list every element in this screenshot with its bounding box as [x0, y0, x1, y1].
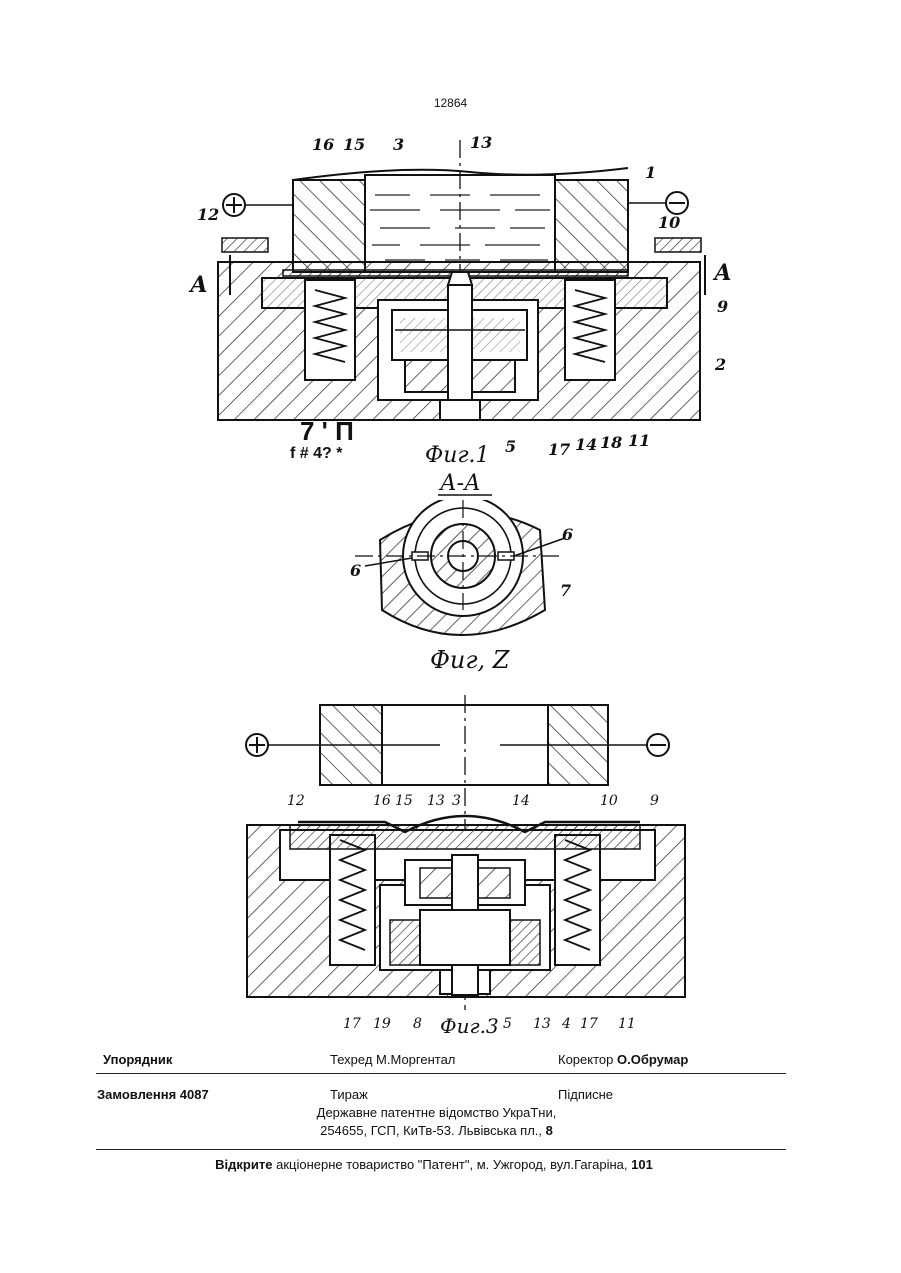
- fig2-caption: Фиг, Z: [430, 646, 511, 674]
- fig1-label-17: 17: [548, 440, 570, 459]
- figure-2: 6 6 7 Фиг, Z: [0, 500, 901, 680]
- tech-editor: Техред М.Моргентал: [330, 1052, 455, 1067]
- fig1-label-5: 5: [505, 437, 516, 456]
- order-label: Замовлення 4087: [97, 1087, 209, 1102]
- figure-3: 12 16 15 13 3 14 10 9 17 19 8 5 13 4 17 …: [0, 690, 901, 1050]
- figure-1: 16 15 3 13 1 12 10 А А 9 2 17 14 18 11 5…: [0, 0, 901, 500]
- scan-artifact-2: f # 4? *: [290, 445, 343, 462]
- fig3-label-12: 12: [287, 793, 305, 809]
- fig3-label-b-17a: 17: [343, 1016, 361, 1032]
- fig3-label-3: 3: [452, 793, 461, 809]
- fig2-label-7: 7: [560, 581, 571, 600]
- fig1-label-18: 18: [600, 433, 622, 452]
- fig1-label-10: 10: [658, 213, 680, 232]
- corrector-name: О.Обрумар: [617, 1052, 688, 1067]
- fig1-label-3: 3: [393, 135, 404, 154]
- corrector: Коректор О.Обрумар: [558, 1052, 688, 1067]
- publisher-line: Відкрите акціонерне товариство "Патент",…: [0, 1157, 868, 1172]
- fig3-label-b-4: 4: [561, 1016, 571, 1032]
- office-number: 8: [546, 1123, 553, 1138]
- fig1-label-2: 2: [714, 355, 726, 374]
- circulation: Тираж: [330, 1087, 368, 1102]
- footer-divider-1: [96, 1073, 786, 1074]
- base-body: [218, 238, 705, 420]
- fig1-label-12: 12: [197, 205, 219, 224]
- publisher-number: 101: [631, 1157, 653, 1172]
- fig1-label-9: 9: [717, 297, 728, 316]
- footer-divider-2: [96, 1149, 786, 1150]
- fig3-label-15: 15: [395, 793, 413, 809]
- fig3-label-b-8: 8: [413, 1016, 422, 1032]
- plus-terminal: [223, 194, 293, 216]
- fig3-label-10: 10: [600, 793, 618, 809]
- fig3-caption: Фиг.3: [440, 1014, 499, 1038]
- base-body-3: [247, 816, 685, 997]
- fig3-label-b-13: 13: [533, 1016, 551, 1032]
- fig2-label-6-right: 6: [562, 525, 573, 544]
- fig3-label-14: 14: [512, 793, 530, 809]
- fig1-label-a-right: А: [712, 260, 732, 286]
- compiler-label: Упорядник: [103, 1052, 172, 1067]
- office-address: 254655, ГСП, КиТв-53. Львівська пл.,: [320, 1123, 542, 1138]
- fig1-section-title: А-А: [438, 471, 481, 496]
- fig1-label-13: 13: [470, 133, 492, 152]
- office-line-1: Державне патентне відомство УкраТни,: [0, 1105, 873, 1120]
- fig3-label-9: 9: [650, 793, 659, 809]
- fig3-label-b-19: 19: [373, 1016, 391, 1032]
- publisher-rest: акціонерне товариство "Патент", м. Ужгор…: [276, 1157, 627, 1172]
- office-line-2: 254655, ГСП, КиТв-53. Львівська пл., 8: [0, 1123, 873, 1138]
- publisher-open: Відкрите: [215, 1157, 272, 1172]
- section-view: [355, 500, 565, 635]
- fig2-label-6-left: 6: [350, 561, 361, 580]
- fig1-label-11: 11: [628, 431, 650, 450]
- fig3-label-b-11: 11: [618, 1016, 636, 1032]
- fig3-label-b-17b: 17: [580, 1016, 598, 1032]
- fig1-caption: Фиг.1: [425, 443, 490, 468]
- fig3-label-13: 13: [427, 793, 445, 809]
- fig1-label-16: 16: [312, 135, 334, 154]
- fig1-label-14: 14: [575, 435, 597, 454]
- fig3-label-b-5: 5: [503, 1016, 512, 1032]
- corrector-label: Коректор: [558, 1052, 613, 1067]
- fig1-label-a-left: А: [188, 272, 208, 298]
- fig3-label-16: 16: [373, 793, 391, 809]
- minus-terminal: [628, 192, 688, 214]
- fig1-label-1: 1: [645, 163, 656, 182]
- scan-artifact-1: 7 ' П: [300, 416, 354, 446]
- subscription: Підписне: [558, 1087, 613, 1102]
- fig1-label-15: 15: [343, 135, 365, 154]
